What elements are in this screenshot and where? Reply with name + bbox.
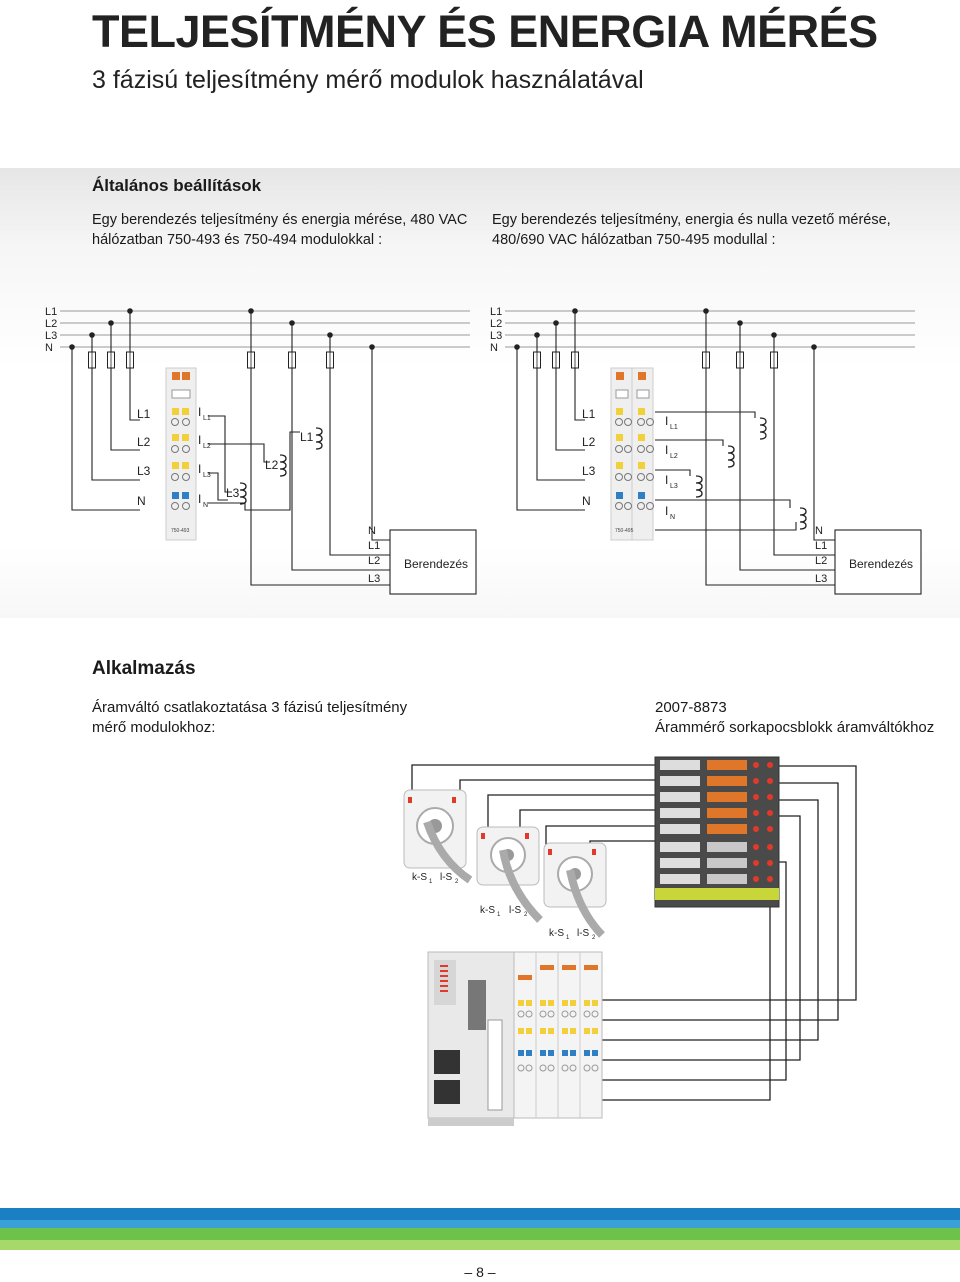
ct2-k-sub: 1	[497, 912, 501, 918]
ct-coil-l1	[315, 427, 323, 450]
current-sub-l3: L3	[203, 472, 211, 479]
ct2-l-sub: 2	[524, 912, 528, 918]
page-subtitle: 3 fázisú teljesítmény mérő modulok haszn…	[92, 66, 644, 94]
product-number: 2007-8873	[655, 699, 727, 716]
terminal-l1-right: L1	[582, 407, 596, 421]
bus-label-l3: L3	[45, 330, 57, 342]
general-left-paragraph: Egy berendezés teljesítmény és energia m…	[92, 212, 468, 248]
current-label-l3-right: I	[665, 473, 668, 487]
ct-coil-l2	[279, 454, 287, 477]
current-sub-n: N	[203, 502, 208, 509]
stripe-light-blue	[0, 1220, 960, 1228]
page-number: – 8 –	[464, 1264, 496, 1280]
diagram-left: L1 L2 L3 N	[45, 306, 477, 595]
terminal-n: N	[137, 494, 146, 508]
device-label-l3: L3	[368, 573, 380, 585]
bus-label-l1-right: L1	[490, 306, 502, 318]
terminal-l3: L3	[137, 464, 151, 478]
ct-coil-l2-right	[727, 445, 735, 468]
current-label-n: I	[198, 492, 201, 506]
device-box-right	[834, 529, 922, 595]
device-name-left: Berendezés	[404, 557, 468, 571]
diagram-right: L1 L2 L3 N	[490, 306, 922, 595]
current-transformer-2	[476, 826, 543, 923]
io-modules	[513, 951, 603, 1119]
bus-label-l1: L1	[45, 306, 57, 318]
bus-label-l3-right: L3	[490, 330, 502, 342]
module-label-right: 750-495	[615, 528, 634, 534]
ct-label-l2: L2	[265, 458, 279, 472]
current-label-l2: I	[198, 433, 201, 447]
current-transformer-1	[403, 789, 473, 884]
terminal-l1: L1	[137, 407, 151, 421]
ct-coil-l3-right	[695, 475, 703, 498]
ct1-l-label: l-S	[440, 872, 453, 883]
section-heading-application: Alkalmazás	[92, 658, 196, 679]
page-title: TELJESÍTMÉNY ÉS ENERGIA MÉRÉS	[92, 6, 878, 57]
ct-coil-n-right	[799, 507, 807, 530]
application-product-block: 2007-8873 Árammérő sorkapocsblokk áramvá…	[655, 698, 955, 738]
stripe-blue	[0, 1208, 960, 1220]
ct1-k-sub: 1	[429, 879, 433, 885]
terminal-block-2007-8873	[654, 756, 780, 908]
bus-label-l2-right: L2	[490, 318, 502, 330]
wiring-diagrams: L1 L2 L3 N	[45, 306, 922, 595]
ct-coil-l1-right	[759, 417, 767, 440]
device-label-l2-right: L2	[815, 555, 827, 567]
current-label-l2-right: I	[665, 443, 668, 457]
current-sub-n-right: N	[670, 514, 675, 521]
product-name: Árammérő sorkapocsblokk áramváltókhoz	[655, 719, 935, 736]
current-sub-l1: L1	[203, 415, 211, 422]
current-label-l3: I	[198, 462, 201, 476]
current-sub-l3-right: L3	[670, 483, 678, 490]
terminal-l2-right: L2	[582, 435, 596, 449]
bus-label-n: N	[45, 342, 53, 354]
module-label: 750-493	[171, 528, 190, 534]
current-label-l1: I	[198, 405, 201, 419]
terminal-n-right: N	[582, 494, 591, 508]
device-box-left	[389, 529, 477, 595]
ct3-l-sub: 2	[592, 935, 596, 941]
device-label-l3-right: L3	[815, 573, 827, 585]
current-sub-l2: L2	[203, 443, 211, 450]
current-label-l1-right: I	[665, 414, 668, 428]
ct2-l-label: l-S	[509, 905, 522, 916]
ct1-k-label: k-S	[412, 872, 427, 883]
current-label-n-right: I	[665, 504, 668, 518]
ct2-k-label: k-S	[480, 905, 495, 916]
wago-logo	[468, 980, 486, 1030]
application-illustration: k-S 1 l-S 2 k-S 1 l-S 2 k-S 1 l-S 2	[403, 756, 857, 1126]
device-label-n-right: N	[815, 525, 823, 537]
ct-coil-l3	[239, 482, 247, 505]
stripe-green	[0, 1228, 960, 1240]
ct1-l-sub: 2	[455, 879, 459, 885]
application-left-paragraph: Áramváltó csatlakoztatása 3 fázisú telje…	[92, 699, 408, 736]
wago-controller	[427, 951, 515, 1126]
current-sub-l1-right: L1	[670, 424, 678, 431]
device-label-l2: L2	[368, 555, 380, 567]
terminal-l2: L2	[137, 435, 151, 449]
current-sub-l2-right: L2	[670, 453, 678, 460]
footer-stripes	[0, 1208, 960, 1250]
general-right-paragraph: Egy berendezés teljesítmény, energia és …	[492, 212, 891, 248]
stripe-light-green	[0, 1240, 960, 1250]
gray-section-background	[0, 168, 960, 618]
module-750-495: 750-495	[610, 367, 654, 541]
current-transformer-3	[543, 842, 607, 938]
ct3-k-label: k-S	[549, 928, 564, 939]
section-heading-general: Általános beállítások	[92, 176, 262, 195]
bus-label-n-right: N	[490, 342, 498, 354]
ct3-k-sub: 1	[566, 935, 570, 941]
ct-label-l1: L1	[300, 430, 314, 444]
device-name-right: Berendezés	[849, 557, 913, 571]
module-750-493: 750-493	[165, 367, 197, 541]
ct-label-l3: L3	[226, 486, 240, 500]
bus-label-l2: L2	[45, 318, 57, 330]
device-label-l1: L1	[368, 540, 380, 552]
terminal-l3-right: L3	[582, 464, 596, 478]
ct3-l-label: l-S	[577, 928, 590, 939]
device-label-l1-right: L1	[815, 540, 827, 552]
device-label-n: N	[368, 525, 376, 537]
